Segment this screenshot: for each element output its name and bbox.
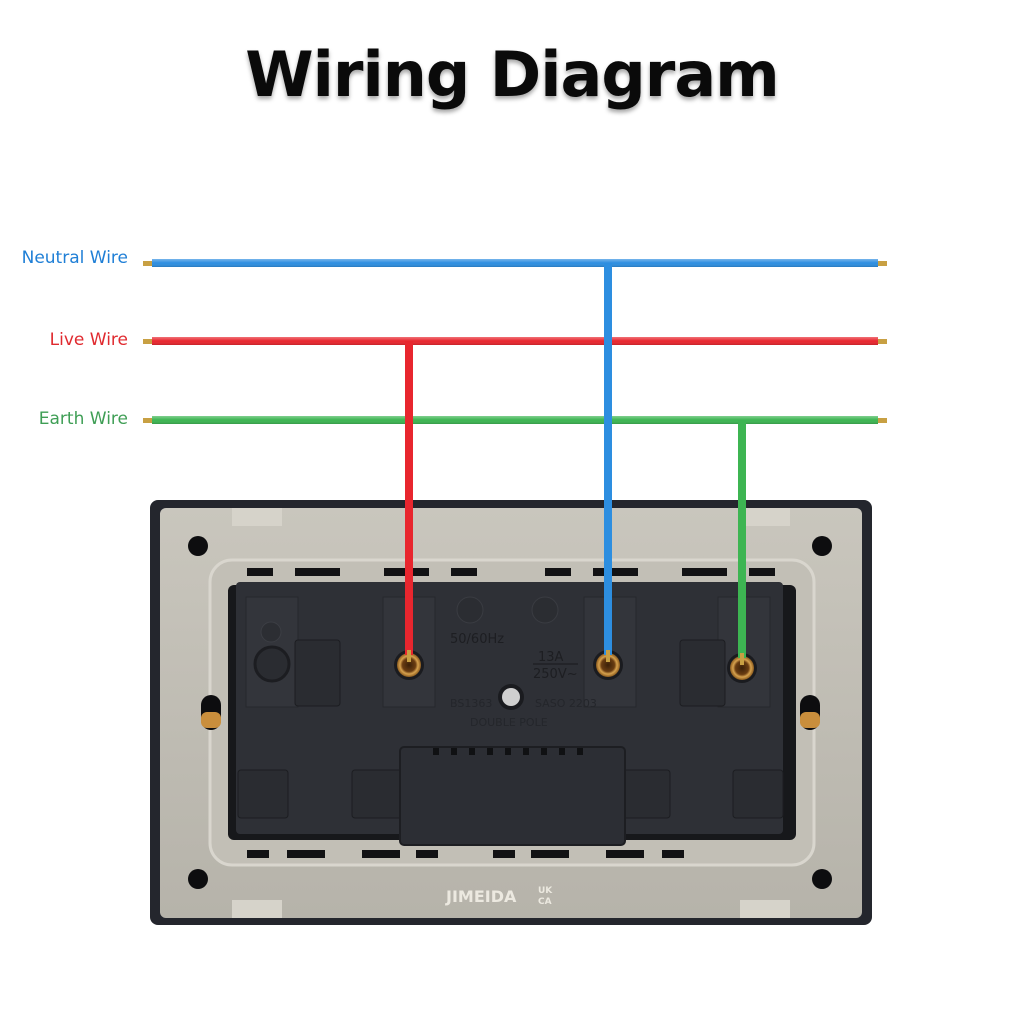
pole-text: DOUBLE POLE [470,716,548,729]
plate-tab [740,508,790,526]
lower-tab [351,769,403,819]
center-cover [399,746,626,846]
square-tab [679,639,726,707]
square-tab [294,639,341,707]
earth-drop-tip [740,653,744,665]
plate-tab [232,508,282,526]
cover-notches [433,748,583,755]
neutral-drop-wire [604,263,612,655]
plate-tab [232,900,282,918]
screw-hole [812,536,832,556]
ukca-mark-top: UK [538,886,553,896]
live-wire-tip-left [143,339,153,344]
voltage-text: 250V~ [533,667,578,682]
right-terminal [727,653,757,683]
page-title: Wiring Diagram [245,38,780,111]
live-drop-tip [407,650,411,662]
earth-symbol [260,621,282,643]
neutral-wire-label: Neutral Wire [21,248,128,268]
lower-tab [732,769,784,819]
wires [143,259,887,665]
neutral-wire-tip-left [143,261,153,266]
earth-wire-tip-right [877,418,887,423]
center-terminal [593,650,623,680]
earth-wire-tip-left [143,418,153,423]
live-wire-label: Live Wire [49,330,128,350]
round-button [253,645,291,683]
live-wire-tip-right [877,339,887,344]
vent-slots-bottom [247,850,684,858]
socket-back: 50/60Hz 13A 250V~ BS1363 SASO 2203 DOUBL… [150,500,872,925]
boss [456,596,484,624]
screw-hole [188,869,208,889]
plate-tab [740,900,790,918]
boss [531,596,559,624]
mount-slot-brass [201,712,221,728]
lower-tab [237,769,289,819]
left-terminal [394,650,424,680]
live-drop-wire [405,341,413,655]
left-earth-block [245,596,299,708]
neutral-wire-tip-right [877,261,887,266]
brand-logo: JIMEIDA [445,887,517,906]
current-text: 13A [538,650,564,665]
ukca-mark-bottom: CA [538,897,552,907]
mount-slot-brass [800,712,820,728]
lower-tab [619,769,671,819]
screw-hole [812,869,832,889]
standard-suffix-text: SASO 2203 [535,697,597,710]
screw-hole [188,536,208,556]
frequency-text: 50/60Hz [450,632,504,647]
standard-text: BS1363 [450,697,492,710]
center-screw [502,688,520,706]
earth-wire-label: Earth Wire [38,409,128,429]
earth-drop-wire [738,420,746,658]
neutral-drop-tip [606,650,610,662]
